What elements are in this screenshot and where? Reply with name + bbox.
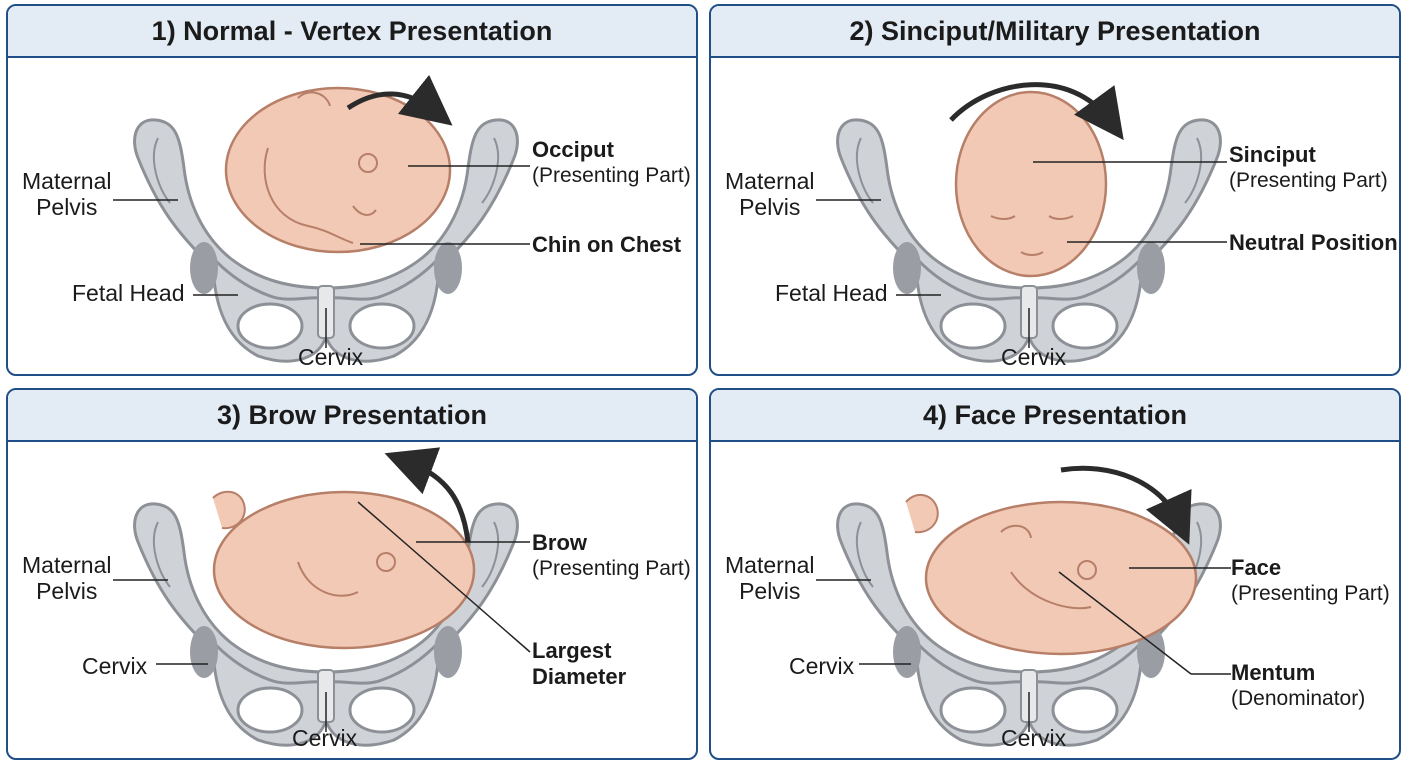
vertex-diagram — [113, 74, 530, 363]
panel-brow: 3) Brow Presentation Maternal Pelvis Cer… — [6, 388, 698, 760]
panel-title: 2) Sinciput/Military Presentation — [711, 6, 1399, 58]
brow-diagram — [113, 447, 531, 747]
side-cervix-label: Cervix — [789, 653, 855, 679]
presenting-part-label: Sinciput (Presenting Part) — [1229, 142, 1388, 192]
fetal-head-label: Fetal Head — [72, 280, 185, 306]
presenting-part-label: Face (Presenting Part) — [1231, 555, 1390, 605]
neutral-position-label: Neutral Position — [1229, 230, 1398, 255]
fetus-illustration — [224, 86, 452, 254]
panel-sinciput: 2) Sinciput/Military Presentation Matern… — [709, 4, 1401, 376]
cervix-label: Cervix — [1001, 344, 1067, 370]
maternal-pelvis-label: Maternal Pelvis — [22, 552, 112, 604]
rotation-arrow — [384, 447, 471, 543]
presenting-part-label: Brow (Presenting Part) — [532, 530, 691, 580]
side-cervix-label: Cervix — [82, 653, 148, 679]
mentum-label: Mentum (Denominator) — [1231, 660, 1366, 710]
largest-diameter-label: Largest Diameter — [532, 638, 627, 689]
cervix-label: Cervix — [298, 344, 364, 370]
chin-on-chest-label: Chin on Chest — [532, 232, 682, 257]
rotation-arrow — [1060, 465, 1192, 545]
presenting-part-label: Occiput (Presenting Part) — [532, 137, 691, 187]
maternal-pelvis-label: Maternal Pelvis — [22, 168, 112, 220]
rotation-arrow — [346, 74, 453, 126]
fetus-head-illustration — [954, 90, 1108, 278]
maternal-pelvis-label: Maternal Pelvis — [725, 552, 815, 604]
maternal-pelvis-label: Maternal Pelvis — [725, 168, 815, 220]
panel-face: 4) Face Presentation Maternal Pelvis Cer… — [709, 388, 1401, 760]
panel-title: 3) Brow Presentation — [8, 390, 696, 442]
fetus-illustration — [905, 493, 1198, 656]
fetus-illustration — [212, 490, 476, 650]
cervix-label: Cervix — [1001, 725, 1067, 751]
rotation-arrow — [949, 82, 1124, 141]
panel-vertex: 1) Normal - Vertex Presentation Maternal… — [6, 4, 698, 376]
face-diagram — [816, 465, 1231, 747]
cervix-label: Cervix — [292, 725, 358, 751]
fetal-head-label: Fetal Head — [775, 280, 888, 306]
panel-title: 1) Normal - Vertex Presentation — [8, 6, 696, 58]
panel-title: 4) Face Presentation — [711, 390, 1399, 442]
sinciput-diagram — [816, 82, 1227, 363]
